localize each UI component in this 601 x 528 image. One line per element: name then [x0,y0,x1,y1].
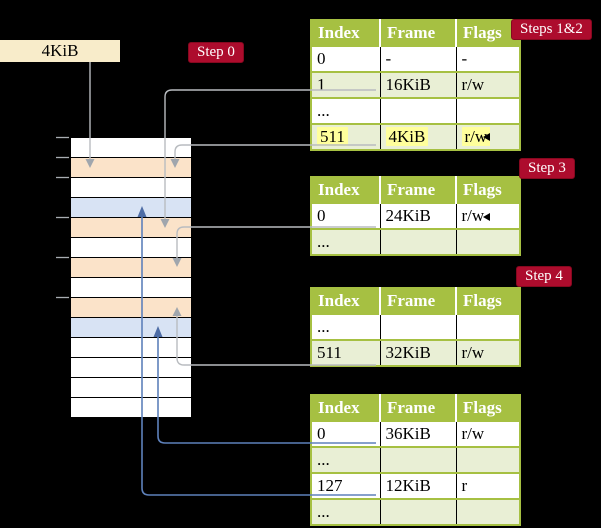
table-cell: ... [311,313,380,340]
table-cell [379,498,456,525]
table-cell: 0 [311,202,380,229]
column-header: Flags [455,20,520,46]
column-header: Index [311,288,380,314]
badge-steps-1-2: Steps 1&2 [511,19,592,40]
column-header: Flags [455,177,520,203]
column-header: Frame [379,288,456,314]
memory-row-4-peach [71,218,191,238]
table-cell: r/w [455,339,520,366]
table-cell: ... [311,97,380,124]
table-cell: - [379,45,456,72]
memory-row-8-peach [71,298,191,318]
table-cell [379,446,456,473]
table-cell: 0 [311,420,380,447]
memory-row-3-blue [71,198,191,218]
table-row: ... [311,228,520,255]
column-header: Flags [455,288,520,314]
memory-row-5-white [71,238,191,258]
memory-row-2-white [71,178,191,198]
memory-row-1-peach [71,158,191,178]
table-cell: ... [311,228,380,255]
table-cell: 0 [311,45,380,72]
memory-tick-marks [56,136,69,299]
table-cell: 127 [311,472,380,499]
table-cell: 32KiB [379,339,456,366]
badge-step-0: Step 0 [188,42,244,63]
table-cell: r/w [455,71,520,98]
column-header: Flags [455,395,520,421]
table-cell: 511 [311,123,380,150]
table-cell [455,313,520,340]
column-header: Index [311,395,380,421]
table-cell [379,228,456,255]
table-cell: ... [311,498,380,525]
table-cell [455,228,520,255]
table-cell: ... [311,446,380,473]
table-row: ... [311,498,520,525]
table-cell: 1 [311,71,380,98]
highlighted-value: 511 [317,127,348,146]
table-row: 0-- [311,45,520,72]
highlighted-value: r/w [461,127,491,146]
memory-row-12-white [71,378,191,398]
memory-row-0-white [71,138,191,158]
table-cell: r/w [455,123,520,150]
table-row: ... [311,313,520,340]
column-header: Index [311,20,380,46]
table-cell [455,446,520,473]
memory-row-6-peach [71,258,191,278]
table-cell: r [455,472,520,499]
column-header: Index [311,177,380,203]
column-header: Frame [379,177,456,203]
table-cell: 12KiB [379,472,456,499]
memory-row-9-blue [71,318,191,338]
table-row: ... [311,97,520,124]
table-cell: 4KiB [379,123,456,150]
table-row: 511 4KiB r/w [311,123,520,150]
table-cell: - [455,45,520,72]
table-cell: r/w [455,420,520,447]
memory-row-13-white [71,398,191,417]
table-cell [455,498,520,525]
table-cell: 24KiB [379,202,456,229]
table-cell [379,97,456,124]
table-row: ... [311,446,520,473]
column-header: Frame [379,395,456,421]
table-cell: 36KiB [379,420,456,447]
memory-row-10-white [71,338,191,358]
table-cell: 16KiB [379,71,456,98]
badge-step-4: Step 4 [516,266,572,287]
root-page-table-base-label: 4KiB [41,41,79,60]
badge-step-3: Step 3 [519,158,575,179]
column-header: Frame [379,20,456,46]
table-cell: 511 [311,339,380,366]
memory-row-11-white [71,358,191,378]
table-cell [379,313,456,340]
memory-row-7-white [71,278,191,298]
highlighted-value: 4KiB [385,127,429,146]
table-cell [455,97,520,124]
root-page-table-base-box: 4KiB [0,40,120,62]
table-cell: r/w [455,202,520,229]
memory-column [70,137,192,418]
